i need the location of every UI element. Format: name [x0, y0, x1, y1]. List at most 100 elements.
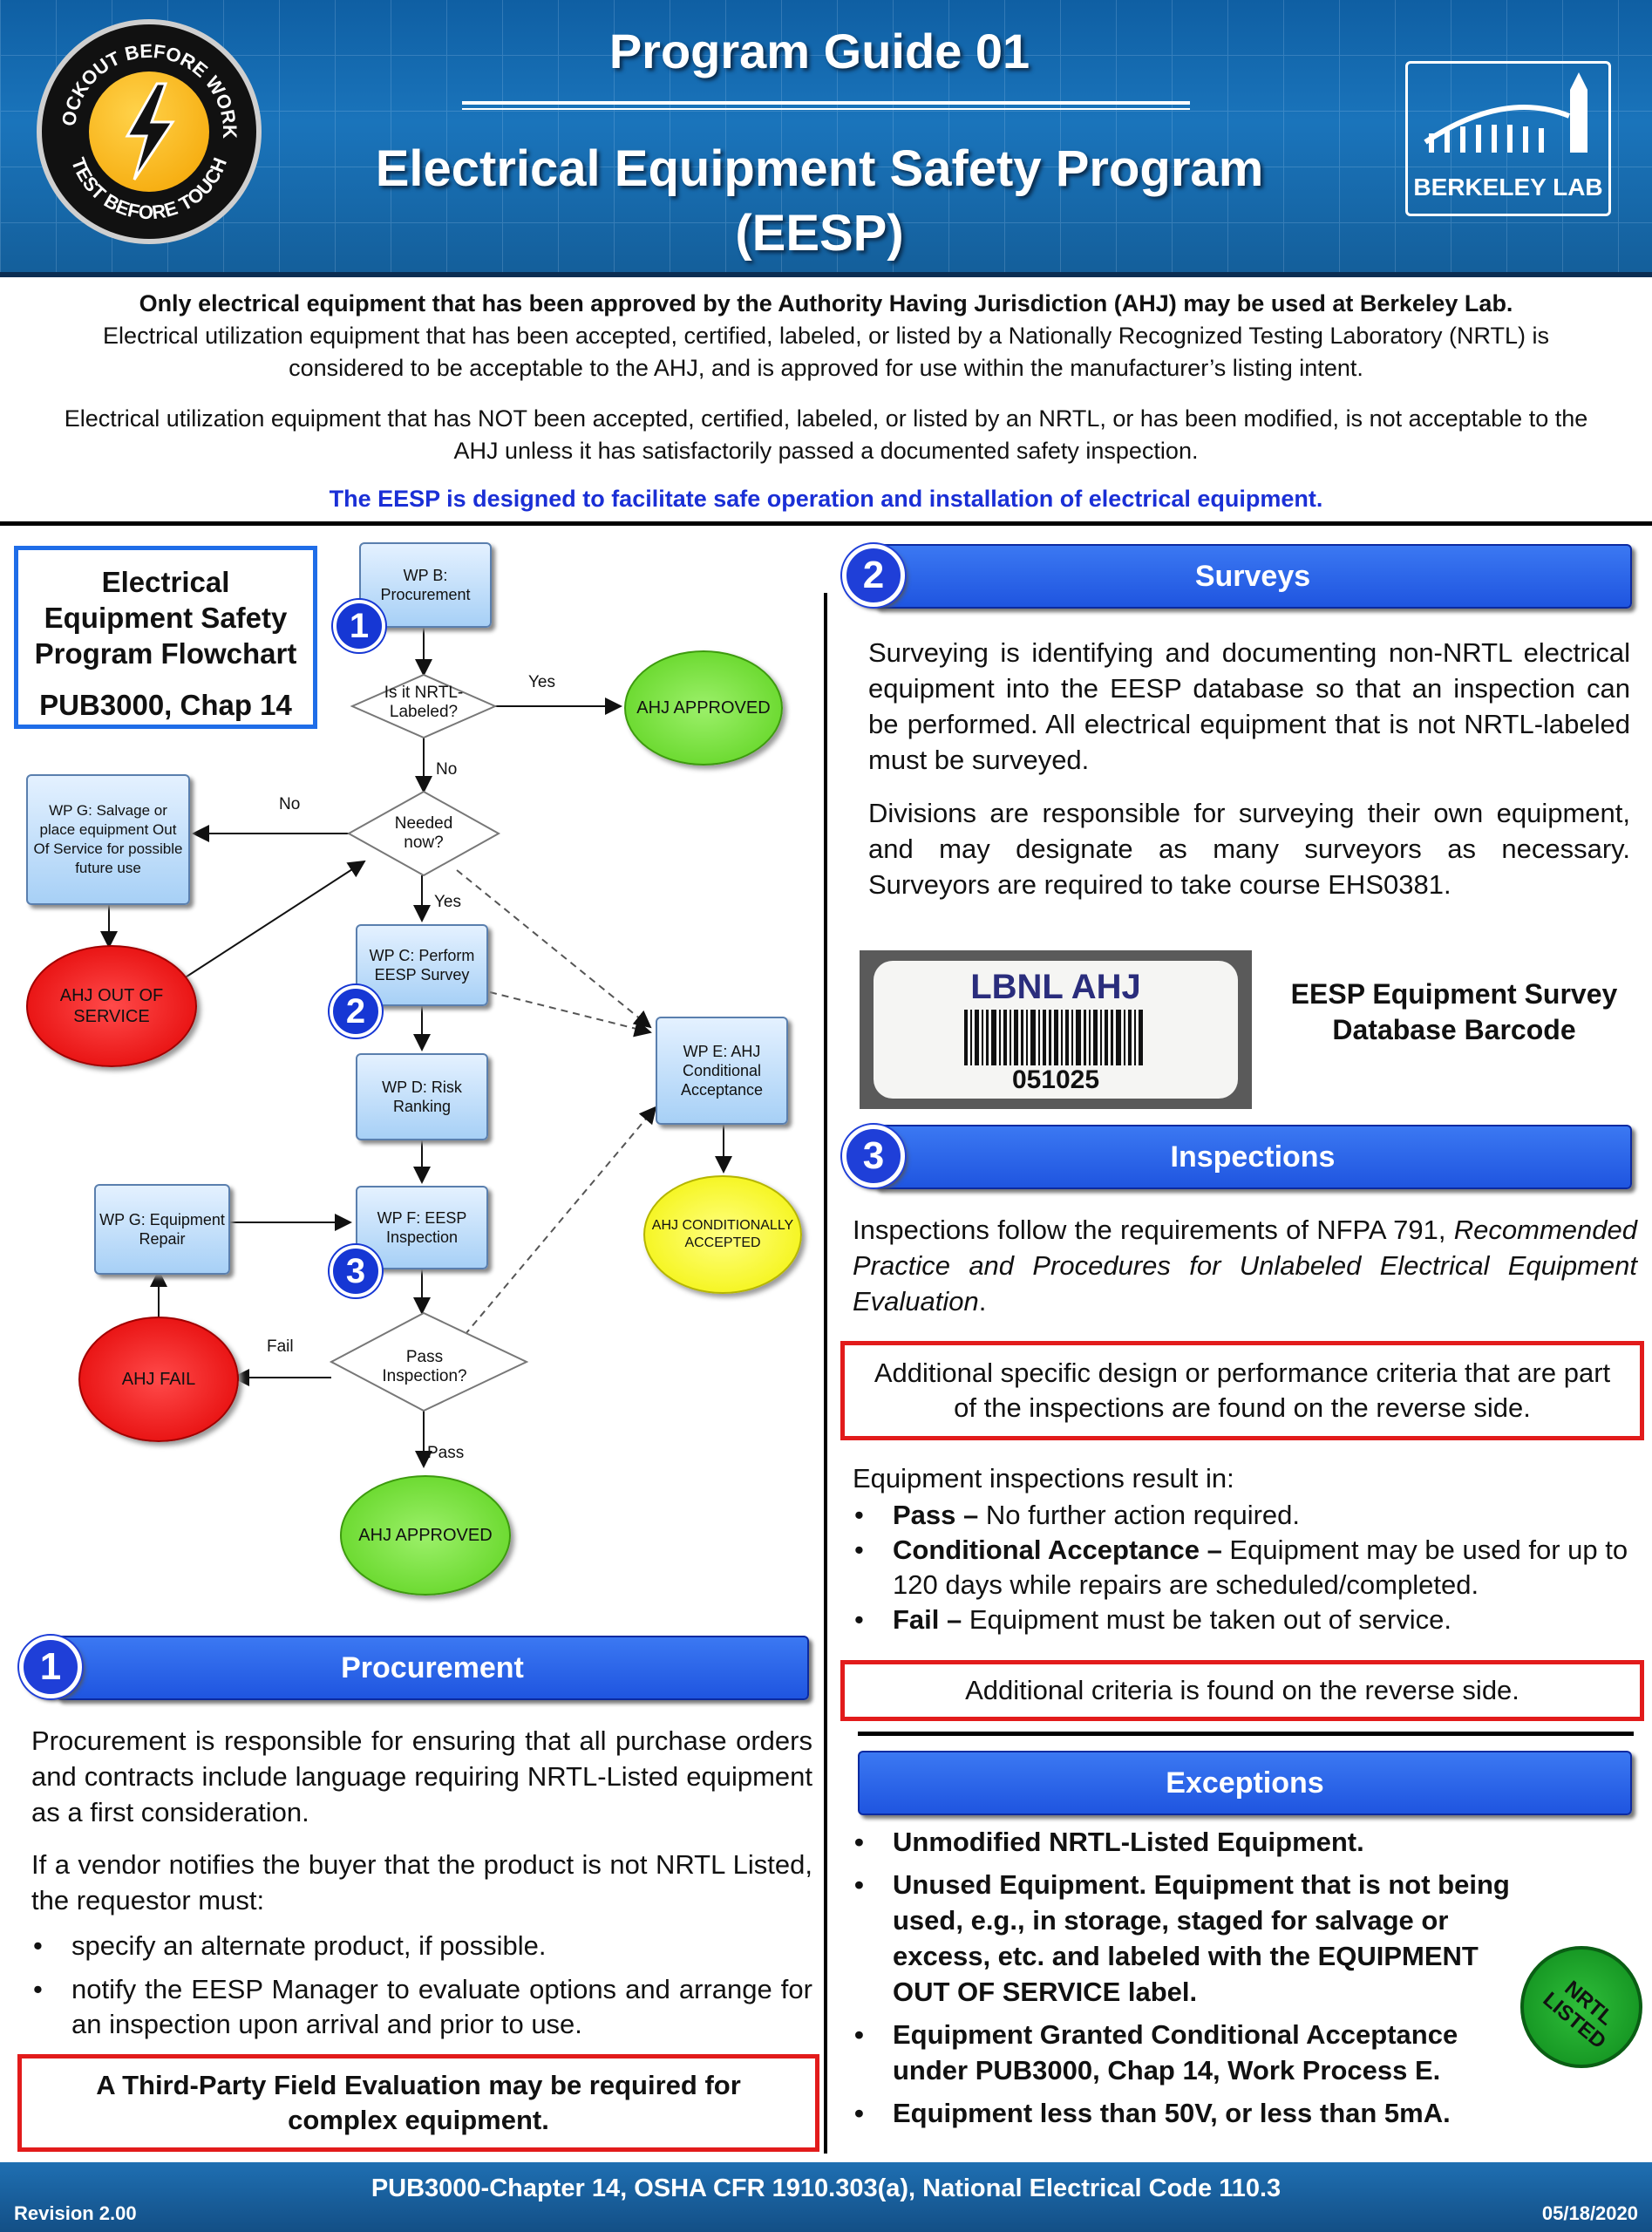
- inspections-text-a: Inspections follow the requirements of N…: [853, 1215, 1446, 1245]
- footer-references: PUB3000-Chapter 14, OSHA CFR 1910.303(a)…: [371, 2174, 1281, 2202]
- surveys-number: 2: [842, 544, 905, 607]
- revision-label: Revision 2.00: [14, 2202, 137, 2224]
- ahj-approved-node-1: AHJ APPROVED: [624, 650, 783, 766]
- inspections-text-period: .: [978, 1286, 987, 1317]
- additional-criteria-note: Additional criteria is found on the reve…: [840, 1660, 1644, 1721]
- procurement-paragraph-1: Procurement is responsible for ensuring …: [31, 1725, 812, 1827]
- nrtl-question: Is it NRTL-Labeled?: [384, 684, 464, 721]
- intro-paragraph-2: Electrical utilization equipment that ha…: [64, 405, 1588, 464]
- step-1-marker: 1: [333, 600, 385, 652]
- intro-divider: [0, 521, 1652, 526]
- column-divider: [824, 593, 827, 2154]
- result-pass-label: Pass –: [893, 1500, 979, 1530]
- pass-label: Pass: [427, 1444, 465, 1462]
- intro-blue-statement: The EESP is designed to facilitate safe …: [329, 486, 1323, 512]
- no-label-1: No: [436, 760, 458, 779]
- result-pass-text: No further action required.: [978, 1500, 1301, 1530]
- exceptions-header: Exceptions: [858, 1751, 1632, 1815]
- barcode-icon: [964, 1010, 1143, 1065]
- no-label-2: No: [279, 795, 301, 813]
- intro-paragraph-1: Only electrical equipment that has been …: [52, 288, 1600, 384]
- pass-decision: [329, 1311, 529, 1412]
- exception-2: Unused Equipment. Equipment that is not …: [853, 1867, 1533, 2010]
- flowchart-reference: PUB3000, Chap 14: [39, 689, 292, 721]
- barcode-caption: EESP Equipment Survey Database Barcode: [1290, 978, 1618, 1045]
- exceptions-divider: [858, 1732, 1634, 1736]
- inspections-number: 3: [842, 1125, 905, 1187]
- needed-decision: [346, 790, 501, 877]
- result-conditional-label: Conditional Acceptance –: [893, 1534, 1222, 1565]
- flowchart: Electrical Equipment Safety Program Flow…: [0, 528, 824, 1601]
- inspections-header: Inspections: [874, 1125, 1632, 1189]
- wp-f-inspection-box: WP F: EESP Inspection: [356, 1186, 488, 1269]
- procurement-number: 1: [19, 1636, 82, 1698]
- intro-bold-statement: Only electrical equipment that has been …: [139, 290, 1513, 316]
- pass-question: Pass Inspection?: [382, 1348, 467, 1385]
- surveys-paragraph-1: Surveying is identifying and documenting…: [868, 637, 1630, 775]
- berkeley-lab-logo: BERKELEY LAB: [1405, 61, 1611, 216]
- flowchart-title-line-2: Equipment Safety: [44, 602, 288, 634]
- lightning-bolt-icon: [89, 71, 209, 192]
- yes-label-2: Yes: [434, 893, 461, 911]
- footer-date: 05/18/2020: [1541, 2202, 1638, 2224]
- title-divider: [462, 101, 1190, 105]
- result-fail-text: Equipment must be taken out of service.: [962, 1604, 1452, 1635]
- title-divider-thin: [462, 108, 1190, 110]
- nfpa-title: Recommended Practice and Procedures for …: [853, 1215, 1637, 1317]
- surveys-header: Surveys: [874, 544, 1632, 609]
- ahj-out-of-service-node: AHJ OUT OF SERVICE: [26, 945, 197, 1067]
- nrtl-listed-stamp: NRTL LISTED: [1520, 1946, 1642, 2068]
- design-criteria-note: Additional specific design or performanc…: [840, 1341, 1644, 1440]
- procurement-bullet-2: notify the EESP Manager to evaluate opti…: [31, 1972, 812, 2042]
- result-conditional-text: Equipment may be used for up to 120 days…: [893, 1534, 1628, 1600]
- intro-nrtl-text: Electrical utilization equipment that ha…: [103, 323, 1549, 381]
- step-3-marker: 3: [330, 1245, 382, 1297]
- result-fail-label: Fail –: [893, 1604, 962, 1635]
- footer: Revision 2.00 PUB3000-Chapter 14, OSHA C…: [0, 2162, 1652, 2232]
- exception-4: Equipment less than 50V, or less than 5m…: [853, 2095, 1533, 2131]
- lockout-badge-logo: LOCKOUT BEFORE WORK TEST BEFORE TOUCH: [37, 19, 262, 244]
- wp-d-risk-ranking-box: WP D: Risk Ranking: [356, 1053, 488, 1140]
- result-pass: Pass – No further action required.: [853, 1498, 1639, 1533]
- ahj-approved-node-2: AHJ APPROVED: [340, 1475, 511, 1596]
- wp-g-repair-box: WP G: Equipment Repair: [94, 1184, 230, 1275]
- wp-c-survey-box: WP C: Perform EESP Survey: [356, 924, 488, 1006]
- barcode-photo: LBNL AHJ 051025: [860, 950, 1252, 1109]
- flowchart-title-box: Electrical Equipment Safety Program Flow…: [14, 546, 317, 729]
- barcode-number: 051025: [1011, 1065, 1100, 1094]
- flowchart-connectors: [100, 626, 732, 1468]
- result-fail: Fail – Equipment must be taken out of se…: [853, 1603, 1639, 1637]
- surveys-paragraph-2: Divisions are responsible for surveying …: [868, 798, 1630, 900]
- logo-text: BERKELEY LAB: [1413, 174, 1603, 201]
- exceptions-list: Unmodified NRTL-Listed Equipment. Unused…: [853, 1824, 1533, 2131]
- intro-section: Only electrical equipment that has been …: [0, 277, 1652, 521]
- barcode-label-title: LBNL AHJ: [970, 968, 1141, 1006]
- procurement-bullet-1: specify an alternate product, if possibl…: [31, 1929, 812, 1963]
- wp-e-conditional-box: WP E: AHJ Conditional Acceptance: [656, 1017, 788, 1125]
- inspections-paragraph: Inspections follow the requirements of N…: [853, 1212, 1637, 1319]
- nrtl-decision: [350, 673, 498, 739]
- page-subtitle: (EESP): [735, 205, 904, 262]
- procurement-list: specify an alternate product, if possibl…: [31, 1929, 812, 2042]
- needed-question: Needed now?: [394, 814, 453, 852]
- step-2-marker: 2: [330, 985, 382, 1038]
- third-party-note: A Third-Party Field Evaluation may be re…: [17, 2054, 819, 2152]
- exception-1: Unmodified NRTL-Listed Equipment.: [853, 1824, 1533, 1860]
- result-conditional: Conditional Acceptance – Equipment may b…: [853, 1533, 1639, 1603]
- nrtl-stamp-text: NRTL LISTED: [1538, 1976, 1618, 2054]
- flowchart-title-line-3: Program Flowchart: [34, 637, 297, 670]
- inspection-results-intro: Equipment inspections result in:: [853, 1463, 1234, 1494]
- procurement-paragraph-2: If a vendor notifies the buyer that the …: [31, 1849, 812, 1916]
- fail-label: Fail: [267, 1337, 294, 1356]
- page-title: Electrical Equipment Safety Program: [375, 140, 1264, 197]
- wp-g-salvage-box: WP G: Salvage or place equipment Out Of …: [26, 774, 190, 905]
- ahj-conditionally-accepted-node: AHJ CONDITIONALLY ACCEPTED: [643, 1175, 802, 1294]
- ahj-fail-node: AHJ FAIL: [78, 1317, 239, 1442]
- inspection-results-list: Pass – No further action required. Condi…: [853, 1498, 1639, 1637]
- program-guide-title: Program Guide 01: [608, 24, 1030, 78]
- yes-label-1: Yes: [528, 673, 555, 691]
- exception-3: Equipment Granted Conditional Acceptance…: [853, 2017, 1533, 2088]
- header-banner: Program Guide 01 Electrical Equipment Sa…: [0, 0, 1652, 277]
- procurement-header: Procurement: [56, 1636, 809, 1700]
- flowchart-title-line-1: Electrical: [101, 566, 230, 598]
